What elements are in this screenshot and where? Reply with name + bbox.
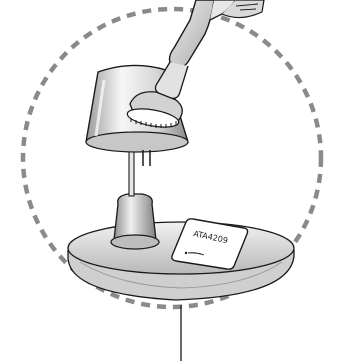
round-brush-icon	[126, 91, 183, 128]
remote-tag-icon: ATA4209	[171, 218, 249, 270]
handheld-vacuum-icon	[126, 0, 265, 128]
detail-circle	[20, 6, 324, 310]
